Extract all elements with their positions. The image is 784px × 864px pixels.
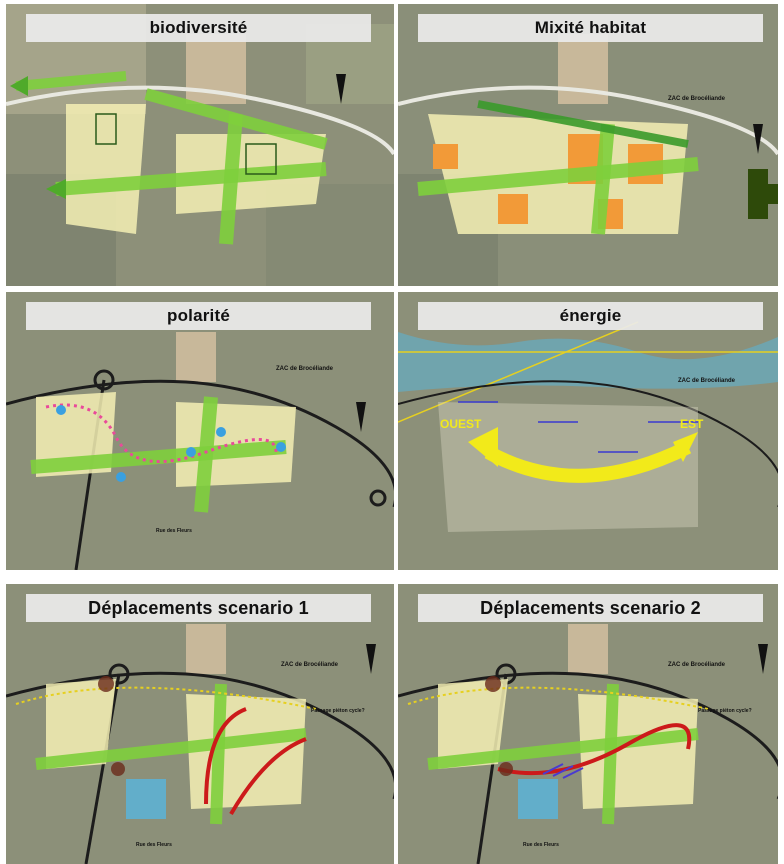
panel-title: polarité bbox=[26, 302, 371, 330]
map-panel-deplacements-2: ZAC de Brocéliande Passage piéton cycle?… bbox=[398, 584, 778, 864]
west-label: OUEST bbox=[440, 417, 482, 431]
zac-label: ZAC de Brocéliande bbox=[668, 96, 726, 102]
map-panel-deplacements-1: ZAC de Brocéliande Passage piéton cycle?… bbox=[6, 584, 394, 864]
map-panel-biodiversite: biodiversité bbox=[6, 4, 394, 286]
passage-label: Passage piéton cycle? bbox=[698, 708, 752, 714]
passage-label: Passage piéton cycle? bbox=[311, 708, 365, 714]
street-label: Rue des Fleurs bbox=[136, 842, 172, 848]
aerial-map bbox=[6, 4, 394, 286]
aerial-map: ZAC de Brocéliande Passage piéton cycle?… bbox=[398, 584, 778, 864]
aerial-map: ZAC de Brocéliande Passage piéton cycle?… bbox=[6, 584, 394, 864]
aerial-map: ZAC de Brocéliande Rue des Fleurs bbox=[6, 292, 394, 570]
street-label: Rue des Fleurs bbox=[156, 528, 192, 534]
map-panel-mixite-habitat: ZAC de Brocéliande Mixité habitat bbox=[398, 4, 778, 286]
panel-title: énergie bbox=[418, 302, 763, 330]
street-label: Rue des Fleurs bbox=[523, 842, 559, 848]
aerial-map: OUEST EST ZAC de Brocéliande bbox=[398, 292, 778, 570]
zac-label: ZAC de Brocéliande bbox=[281, 662, 339, 668]
east-label: EST bbox=[680, 417, 704, 431]
panel-title: Déplacements scenario 1 bbox=[26, 594, 371, 622]
zac-label: ZAC de Brocéliande bbox=[668, 662, 726, 668]
panel-title: Déplacements scenario 2 bbox=[418, 594, 763, 622]
map-panel-polarite: ZAC de Brocéliande Rue des Fleurs polari… bbox=[6, 292, 394, 570]
aerial-map: ZAC de Brocéliande bbox=[398, 4, 778, 286]
panel-title: biodiversité bbox=[26, 14, 371, 42]
panel-title: Mixité habitat bbox=[418, 14, 763, 42]
zac-label: ZAC de Brocéliande bbox=[678, 378, 736, 384]
zac-label: ZAC de Brocéliande bbox=[276, 366, 334, 372]
map-panel-energie: OUEST EST ZAC de Brocéliande énergie bbox=[398, 292, 778, 570]
